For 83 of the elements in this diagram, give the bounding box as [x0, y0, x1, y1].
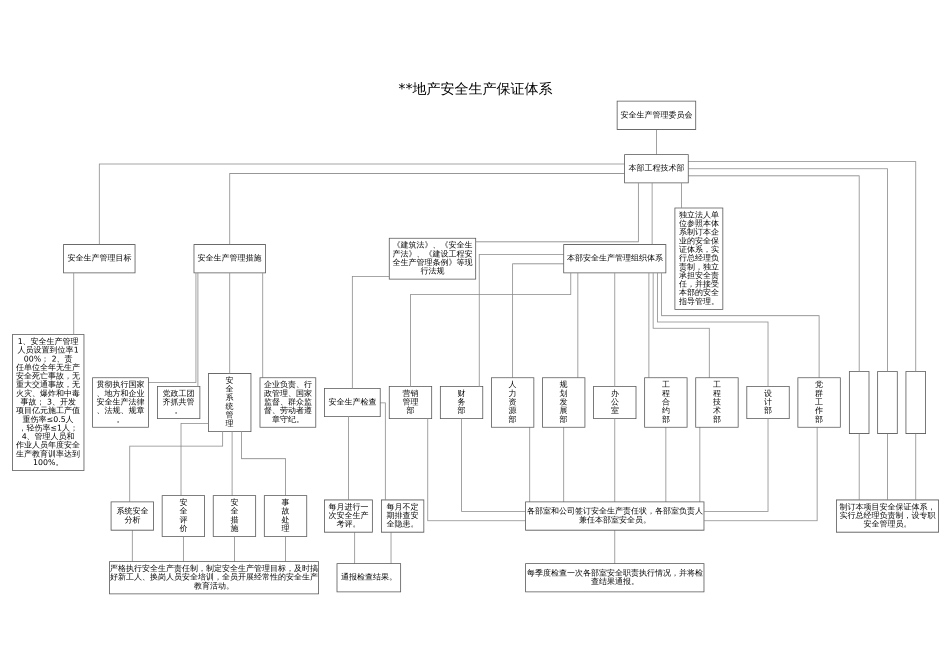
node-box: 办公室 — [592, 386, 636, 419]
connector — [656, 272, 768, 386]
connector — [228, 272, 230, 374]
node-box: 人力资源部 — [490, 376, 534, 428]
connector — [664, 426, 666, 502]
node-box: 工程合约部 — [644, 376, 687, 428]
node-box: 《建筑法》、《安全生产法》、《建设工程安全生产管理条例》等现行法规 — [388, 237, 476, 280]
connector — [128, 430, 223, 502]
connector — [688, 160, 916, 372]
node-box — [876, 370, 898, 434]
node-box: 系统安全分析 — [110, 501, 154, 530]
node-box: 本部工程技术部 — [624, 154, 688, 183]
node-box: 制订本项目安全保证体系，实行总经理负责制，设专职安全管理员。 — [836, 499, 938, 532]
connector — [528, 426, 530, 502]
connector — [390, 531, 391, 564]
node-box: 党群工作部 — [797, 376, 840, 428]
connector — [914, 432, 916, 500]
connector — [228, 172, 624, 244]
connector — [98, 163, 624, 244]
node-box: 安全措施 — [212, 494, 256, 536]
node-box: 安全生产管理委员会 — [616, 100, 696, 130]
node-box: 每季度检查一次各部室安全职责执行情况，并将检查结果通报。 — [524, 562, 704, 592]
node-box: 独立法人单位参照本体系制订本企业的安全保证体系，实行总经理负责制，独立承担安全责任，并接受本部的安全指导管理。 — [674, 207, 723, 310]
connector — [687, 168, 888, 372]
node-box: 本部安全生产管理组织体系 — [562, 244, 666, 273]
connector — [72, 272, 74, 334]
node-box: 事故处理 — [263, 494, 307, 536]
connector — [351, 276, 389, 388]
node-box: 通报检查结果。 — [336, 562, 401, 592]
connector — [380, 402, 386, 500]
connector — [426, 418, 526, 521]
node-box: 规划发展部 — [542, 376, 585, 428]
node-box: 营销管理部 — [388, 386, 432, 419]
connector — [180, 422, 208, 496]
connector — [614, 418, 615, 502]
connector — [614, 272, 615, 386]
connector — [652, 272, 710, 378]
connector — [284, 536, 286, 562]
connector — [562, 426, 564, 502]
connector — [614, 529, 615, 564]
node-box: 每月进行一次安全生产考评。 — [324, 499, 372, 532]
connector — [131, 529, 132, 562]
node-box: 贯彻执行国家、地方和企业安全生产法律、法规、规章。 — [92, 376, 148, 428]
node-box: 安全评价 — [161, 494, 204, 536]
connector — [231, 430, 232, 496]
node-box: 1、安全生产管理人员设置到位率100%； 2、责任单位全年无生产安全死亡事故，无重大交通事故，无火灾、爆炸和中毒事故； 3、开发项目亿元施工产值重伤率≤0.5人，轻伤率≤1人； 4、管理人员和作业人员年度安全生产教育训率达到100%。 — [12, 334, 84, 470]
connector — [660, 272, 819, 378]
node-box: 各部室和公司签订安全生产责任状，各部室负责人兼任本部室安全员。 — [524, 501, 704, 530]
connector — [262, 272, 263, 378]
connector — [703, 418, 768, 512]
node-box: 每月不定期排查安全隐患。 — [380, 499, 424, 532]
connector — [148, 272, 196, 382]
connector — [512, 262, 564, 378]
connector — [687, 174, 860, 372]
connector — [354, 531, 355, 564]
connector — [475, 182, 638, 242]
connector — [858, 432, 860, 500]
node-box: 设计部 — [746, 386, 790, 419]
connector — [651, 182, 652, 244]
node-box: 安全生产管理目标 — [62, 244, 135, 273]
connector — [197, 272, 198, 386]
node-box: 安全生产检查 — [324, 387, 380, 417]
connector — [576, 272, 578, 378]
connector — [478, 253, 564, 386]
node-box — [848, 370, 869, 434]
node-box: 党政工团齐抓共管。 — [156, 386, 200, 419]
connector — [703, 426, 818, 521]
connector — [698, 426, 700, 502]
connector — [648, 272, 649, 378]
node-box — [905, 370, 926, 434]
connector — [680, 182, 682, 208]
node-box: 安全系统管理 — [208, 372, 251, 432]
connector — [240, 430, 286, 496]
diagram-title: **地产安全生产保证体系 — [398, 81, 552, 98]
node-box: 财务部 — [439, 386, 483, 419]
node-box: 严格执行安全生产责任制，制定安全生产管理目标，及时搞好新工人、换岗人员安全培训，全员开展经常性的安全生产教育活动。 — [108, 560, 318, 594]
node-box: 企业负责、行政管理、国家监督、群众监督、劳动者遵章守纪。 — [259, 376, 316, 428]
connector — [886, 432, 888, 500]
node-box: 安全生产管理措施 — [193, 244, 266, 273]
connector — [410, 272, 571, 386]
node-box: 工程技术部 — [694, 376, 738, 428]
connector — [460, 418, 526, 512]
connector — [182, 536, 184, 562]
